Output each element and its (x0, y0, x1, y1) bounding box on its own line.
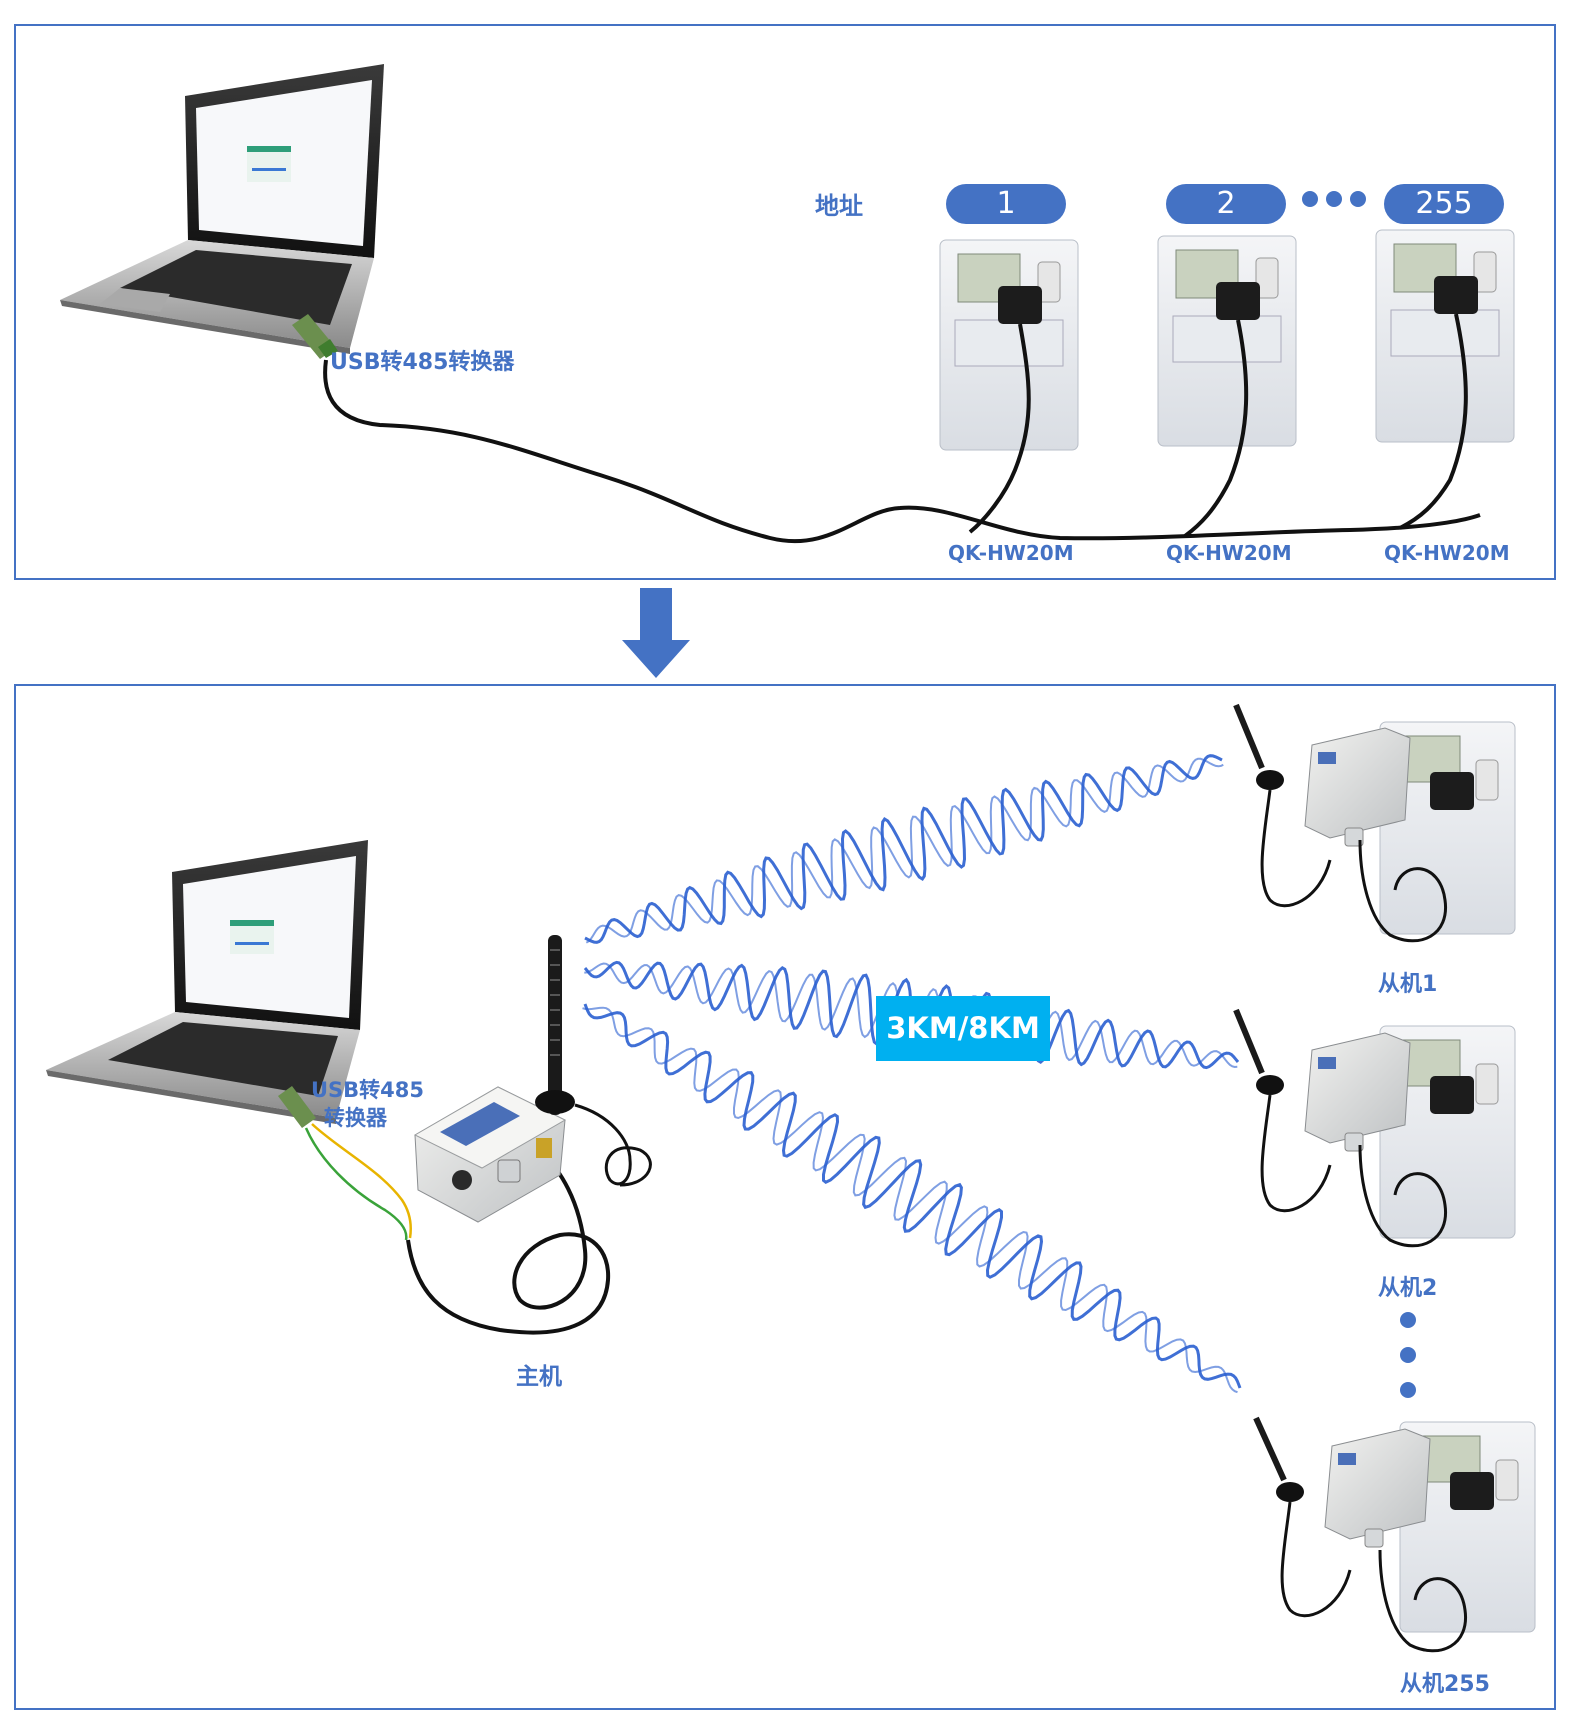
slave-label-2: 从机2 (1378, 1276, 1438, 1301)
usb-converter-label-bottom-line1: USB转485 (311, 1078, 425, 1102)
master-transceiver-icon (413, 1086, 567, 1223)
ellipsis-dot-icon (1326, 191, 1342, 207)
rs485-bus-cable (323, 359, 1481, 544)
laptop-icon (60, 64, 384, 354)
address-pill-255: 255 (1384, 184, 1504, 224)
radio-wave-group (582, 754, 1242, 1394)
meter-2-icon (1157, 235, 1297, 538)
radio-wave-to-slave-255 (582, 1006, 1238, 1394)
ellipsis-dot-icon (1400, 1347, 1416, 1363)
radio-wave-to-slave-1 (585, 757, 1224, 944)
master-antenna-icon (535, 935, 652, 1187)
address-label: 地址 (815, 192, 863, 220)
meter-1-icon (939, 239, 1079, 534)
wire-yellow (311, 1123, 412, 1239)
ellipsis-dot-icon (1400, 1312, 1416, 1328)
ellipsis-dot-icon (1350, 191, 1366, 207)
slave-label-1: 从机1 (1378, 972, 1438, 997)
address-pill-2: 2 (1166, 184, 1286, 224)
ellipsis-dot-icon (1400, 1382, 1416, 1398)
radio-wave-to-slave-255 (583, 1003, 1242, 1389)
radio-wave-to-slave-1 (584, 754, 1223, 944)
slave-device-255-icon (1253, 1416, 1536, 1653)
model-label-2: QK-HW20M (1166, 541, 1292, 565)
slave-device-2-icon (1233, 1008, 1516, 1248)
slave-device-1-icon (1233, 703, 1516, 943)
master-label: 主机 (516, 1364, 562, 1390)
model-label-1: QK-HW20M (948, 541, 1074, 565)
laptop-icon (46, 840, 368, 1124)
usb-converter-icon (292, 314, 338, 359)
slave-label-255: 从机255 (1400, 1672, 1490, 1697)
bottom-panel (14, 684, 1556, 1710)
range-label: 3KM/8KM (876, 996, 1050, 1061)
down-arrow-icon (622, 588, 690, 678)
ellipsis-dot-icon (1302, 191, 1318, 207)
address-pill-1: 1 (946, 184, 1066, 224)
model-label-255: QK-HW20M (1384, 541, 1510, 565)
usb-converter-label-bottom-line2: 转换器 (324, 1106, 387, 1130)
usb-converter-label-top: USB转485转换器 (330, 350, 515, 375)
usb-converter-icon (278, 1086, 316, 1128)
master-cable (406, 1148, 611, 1335)
wire-green (304, 1127, 408, 1241)
top-panel (14, 24, 1556, 580)
meter-255-icon (1375, 229, 1515, 530)
